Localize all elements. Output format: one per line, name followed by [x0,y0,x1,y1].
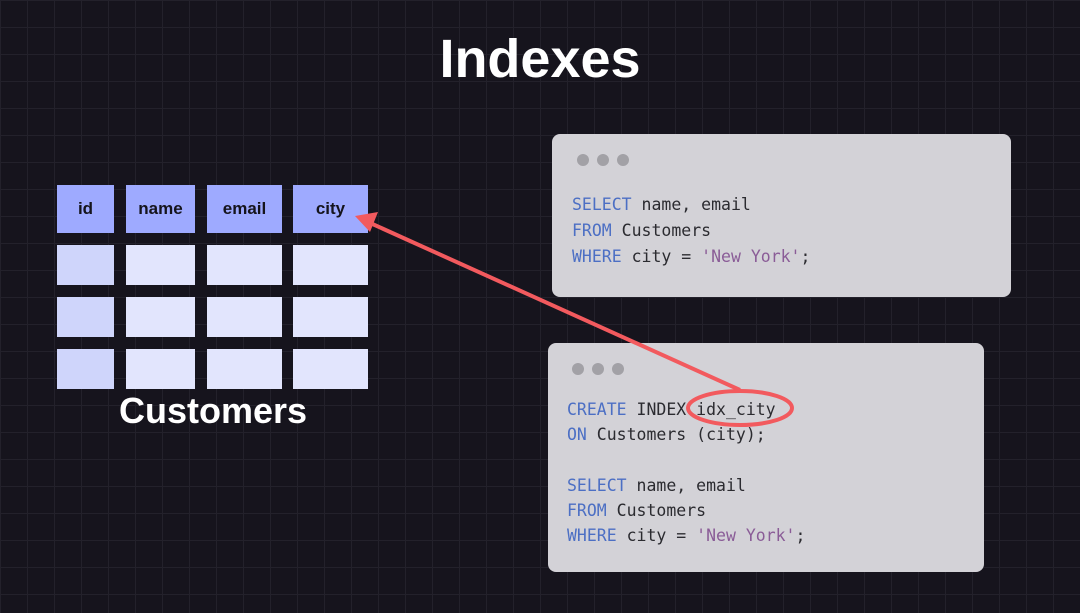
highlight-ellipse [686,389,794,427]
table-cell [57,245,114,285]
table-cell [126,297,195,337]
sql-text: city = [616,526,697,545]
sql-keyword: WHERE [567,526,617,545]
sql-keyword: FROM [572,221,612,240]
sql-text: Customers [611,221,712,240]
table-cell [57,297,114,337]
sql-text: Customers (city); [586,425,766,445]
code-line: CREATE INDEX idx_city [567,400,776,419]
table-cell [293,349,368,389]
column-header-email: email [207,185,282,233]
sql-string: 'New York' [696,526,796,545]
sql-text: name, email [631,195,751,214]
window-dot-icon [597,154,609,166]
code-line: SELECT name, email [572,195,751,214]
window-dot-icon [612,363,624,375]
code-line: WHERE city = 'New York'; [567,526,805,545]
sql-keyword: SELECT [567,475,627,495]
arrow-head-icon [355,212,378,232]
sql-keyword: SELECT [572,195,632,214]
table-caption: Customers [118,390,308,431]
arrow-line [367,220,741,392]
slide-title: Indexes [439,29,641,89]
sql-text: ; [800,247,811,266]
table-cell [207,349,282,389]
table-cell [293,297,368,337]
code-line: SELECT name, email [567,476,746,495]
code-line: WHERE city = 'New York'; [572,247,810,266]
sql-text: name, email [626,475,746,495]
window-dot-icon [572,363,584,375]
column-header-city: city [293,185,368,233]
window-dot-icon [577,154,589,166]
sql-keyword: WHERE [572,247,622,266]
sql-keyword: ON [567,425,587,445]
table-cell [57,349,114,389]
column-header-name: name [126,185,195,233]
sql-string: 'New York' [701,247,801,266]
code-line: FROM Customers [567,501,706,520]
table-cell [126,245,195,285]
sql-text: city = [621,247,702,266]
table-cell [126,349,195,389]
table-cell [293,245,368,285]
sql-keyword: CREATE [567,400,627,419]
window-dot-icon [617,154,629,166]
table-cell [207,297,282,337]
window-dot-icon [592,363,604,375]
sql-text: INDEX idx_city [626,400,776,419]
code-line: ON Customers (city); [567,425,766,444]
sql-text: Customers [606,500,707,520]
sql-keyword: FROM [567,500,607,520]
sql-text: ; [795,526,806,545]
column-header-id: id [57,185,114,233]
code-line: FROM Customers [572,221,711,240]
table-cell [207,245,282,285]
